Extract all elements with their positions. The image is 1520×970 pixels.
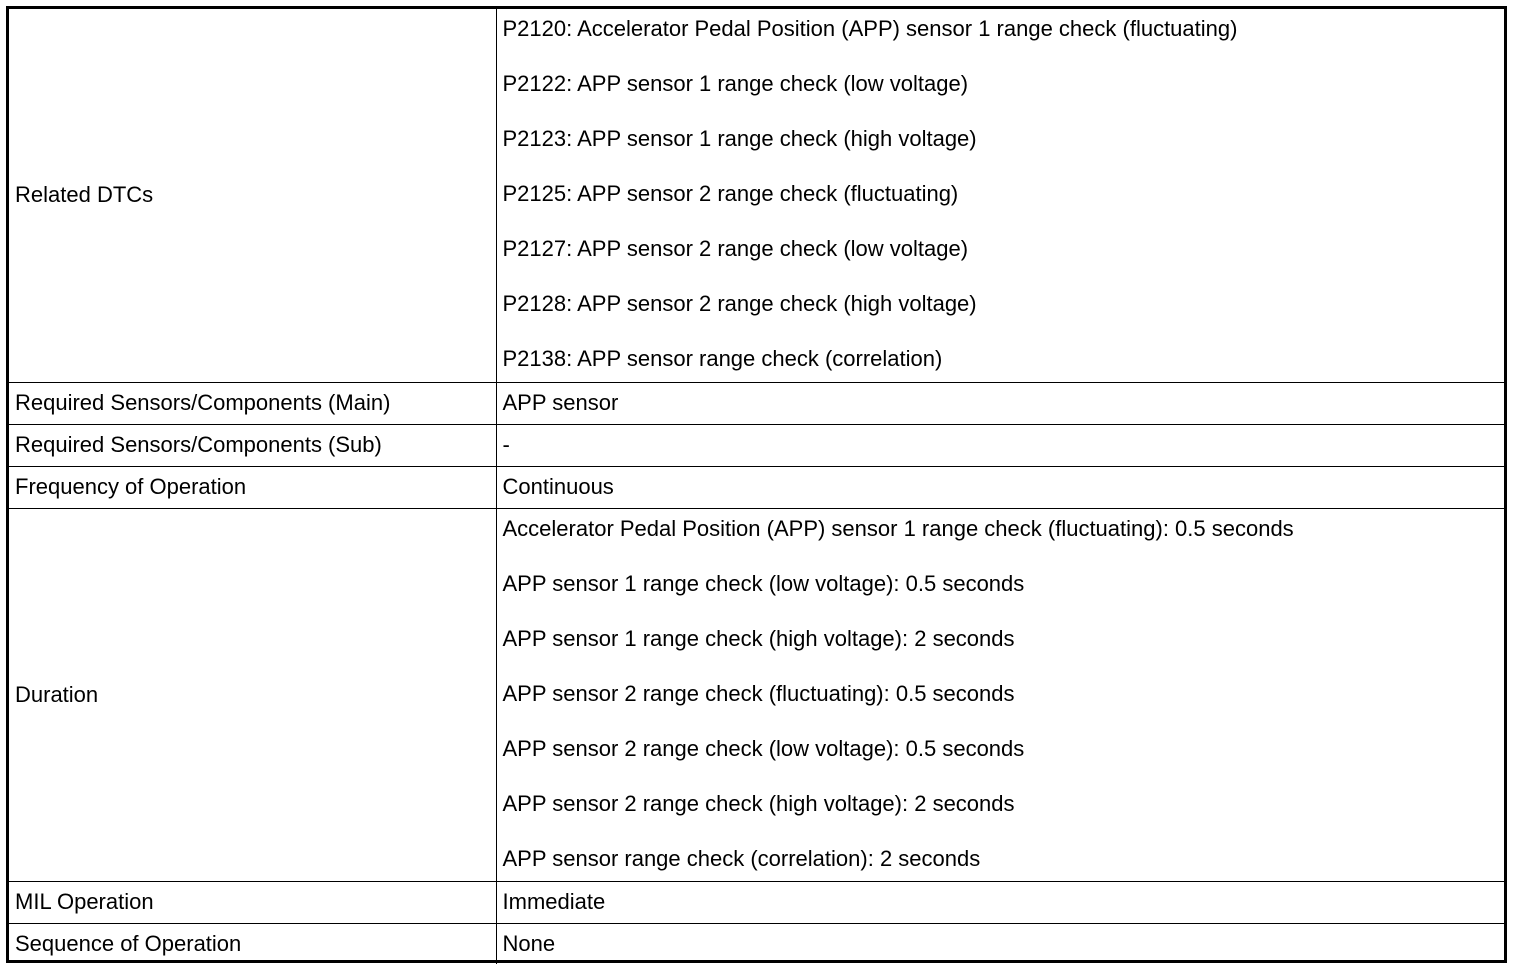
dtc-line: P2120: Accelerator Pedal Position (APP) … bbox=[502, 16, 1238, 42]
dtc-line: P2128: APP sensor 2 range check (high vo… bbox=[502, 291, 977, 317]
row-mil-operation: MIL Operation Immediate bbox=[9, 880, 1504, 924]
duration-line: APP sensor 2 range check (low voltage): … bbox=[502, 735, 1025, 761]
monitor-description-table-frame: Related DTCs P2120: Accelerator Pedal Po… bbox=[6, 6, 1507, 964]
dtc-line: P2125: APP sensor 2 range check (fluctua… bbox=[502, 181, 959, 207]
duration-line: APP sensor 2 range check (high voltage):… bbox=[502, 790, 1015, 816]
dtc-line: P2138: APP sensor range check (correlati… bbox=[502, 346, 943, 372]
dtc-line: P2122: APP sensor 1 range check (low vol… bbox=[502, 71, 969, 97]
dtc-line: P2123: APP sensor 1 range check (high vo… bbox=[502, 126, 977, 152]
row-sequence: Sequence of Operation None bbox=[9, 922, 1504, 964]
value-duration: Accelerator Pedal Position (APP) sensor … bbox=[495, 507, 1504, 882]
row-required-main: Required Sensors/Components (Main) APP s… bbox=[9, 381, 1504, 425]
value-required-sub: - bbox=[495, 423, 1504, 467]
duration-line: APP sensor 1 range check (low voltage): … bbox=[502, 570, 1025, 596]
duration-line: APP sensor range check (correlation): 2 … bbox=[502, 845, 981, 871]
monitor-description-table: Related DTCs P2120: Accelerator Pedal Po… bbox=[9, 9, 1504, 964]
value-required-main: APP sensor bbox=[495, 381, 1504, 425]
row-frequency: Frequency of Operation Continuous bbox=[9, 465, 1504, 509]
label-related-dtcs: Related DTCs bbox=[9, 9, 497, 383]
value-related-dtcs: P2120: Accelerator Pedal Position (APP) … bbox=[495, 9, 1504, 383]
row-required-sub: Required Sensors/Components (Sub) - bbox=[9, 423, 1504, 467]
duration-line: APP sensor 1 range check (high voltage):… bbox=[502, 625, 1015, 651]
duration-line: Accelerator Pedal Position (APP) sensor … bbox=[502, 515, 1294, 541]
label-required-main: Required Sensors/Components (Main) bbox=[9, 381, 497, 425]
label-required-sub: Required Sensors/Components (Sub) bbox=[9, 423, 497, 467]
duration-line: APP sensor 2 range check (fluctuating): … bbox=[502, 680, 1015, 706]
row-duration: Duration Accelerator Pedal Position (APP… bbox=[9, 507, 1504, 882]
value-mil-operation: Immediate bbox=[495, 880, 1504, 924]
value-frequency: Continuous bbox=[495, 465, 1504, 509]
row-related-dtcs: Related DTCs P2120: Accelerator Pedal Po… bbox=[9, 9, 1504, 383]
label-frequency: Frequency of Operation bbox=[9, 465, 497, 509]
label-sequence: Sequence of Operation bbox=[9, 922, 497, 964]
label-duration: Duration bbox=[9, 507, 497, 882]
dtc-line: P2127: APP sensor 2 range check (low vol… bbox=[502, 236, 969, 262]
value-sequence: None bbox=[495, 922, 1504, 964]
label-mil-operation: MIL Operation bbox=[9, 880, 497, 924]
